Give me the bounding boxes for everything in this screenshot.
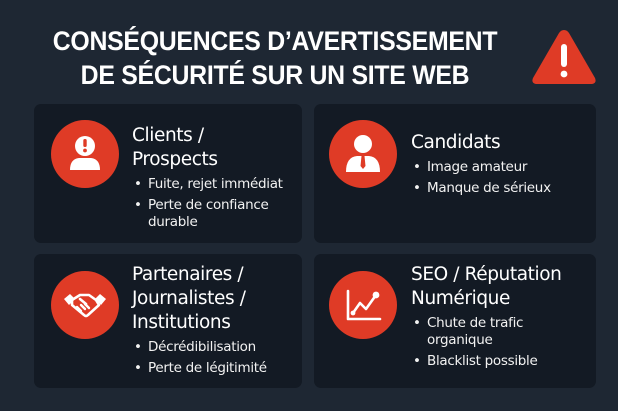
- icon-circle: [329, 120, 397, 188]
- title-line: SEO / Réputation: [411, 264, 562, 285]
- icon-circle: [329, 271, 397, 339]
- handshake-icon: [64, 293, 106, 318]
- user-alert-icon: [70, 136, 100, 170]
- card-content: Clients / Prospects Fuite, rejet immédia…: [132, 124, 283, 235]
- title-line: Prospects: [132, 149, 218, 170]
- card-candidats: Candidats Image amateur Manque de sérieu…: [314, 104, 596, 243]
- card-clients-prospects: Clients / Prospects Fuite, rejet immédia…: [34, 104, 302, 243]
- icon-circle: [51, 120, 119, 188]
- bullet-item: Blacklist possible: [411, 353, 562, 370]
- title-line: Partenaires /: [132, 264, 244, 285]
- bullet-item: Décrédibilisation: [132, 339, 267, 356]
- title-line: Numérique: [411, 288, 510, 309]
- card-title: Candidats: [411, 131, 551, 155]
- bullet-item: Perte de légitimité: [132, 360, 267, 377]
- title-line-2: DE SÉCURITÉ SUR UN SITE WEB: [80, 60, 470, 90]
- page-title: CONSÉQUENCES D’AVERTISSEMENT DE SÉCURITÉ…: [40, 24, 509, 92]
- title-line: Journalistes /: [132, 288, 246, 309]
- bullet-item: Fuite, rejet immédiat: [132, 176, 283, 193]
- bullet-item: Manque de sérieux: [411, 180, 551, 197]
- warning-triangle-icon: [532, 30, 596, 84]
- header: CONSÉQUENCES D’AVERTISSEMENT DE SÉCURITÉ…: [0, 0, 618, 100]
- bullet-list: Fuite, rejet immédiat Perte de confiance…: [132, 176, 283, 231]
- card-title: SEO / Réputation Numérique: [411, 263, 562, 311]
- card-title: Partenaires / Journalistes / Institution…: [132, 263, 267, 335]
- icon-circle: [51, 271, 119, 339]
- bullet-item: Image amateur: [411, 159, 551, 176]
- line-chart-icon: [346, 289, 382, 321]
- title-line: Candidats: [411, 132, 501, 153]
- card-content: Candidats Image amateur Manque de sérieu…: [411, 131, 551, 201]
- card-partenaires: Partenaires / Journalistes / Institution…: [34, 254, 302, 388]
- card-seo-reputation: SEO / Réputation Numérique Chute de traf…: [314, 254, 596, 388]
- bullet-list: Image amateur Manque de sérieux: [411, 159, 551, 197]
- card-title: Clients / Prospects: [132, 124, 283, 172]
- candidate-user-tie-icon: [346, 135, 380, 172]
- card-content: SEO / Réputation Numérique Chute de traf…: [411, 263, 562, 374]
- title-line: Clients /: [132, 125, 204, 146]
- card-content: Partenaires / Journalistes / Institution…: [132, 263, 267, 381]
- bullet-list: Décrédibilisation Perte de légitimité: [132, 339, 267, 377]
- title-line-1: CONSÉQUENCES D’AVERTISSEMENT: [52, 26, 498, 56]
- title-line: Institutions: [132, 312, 231, 333]
